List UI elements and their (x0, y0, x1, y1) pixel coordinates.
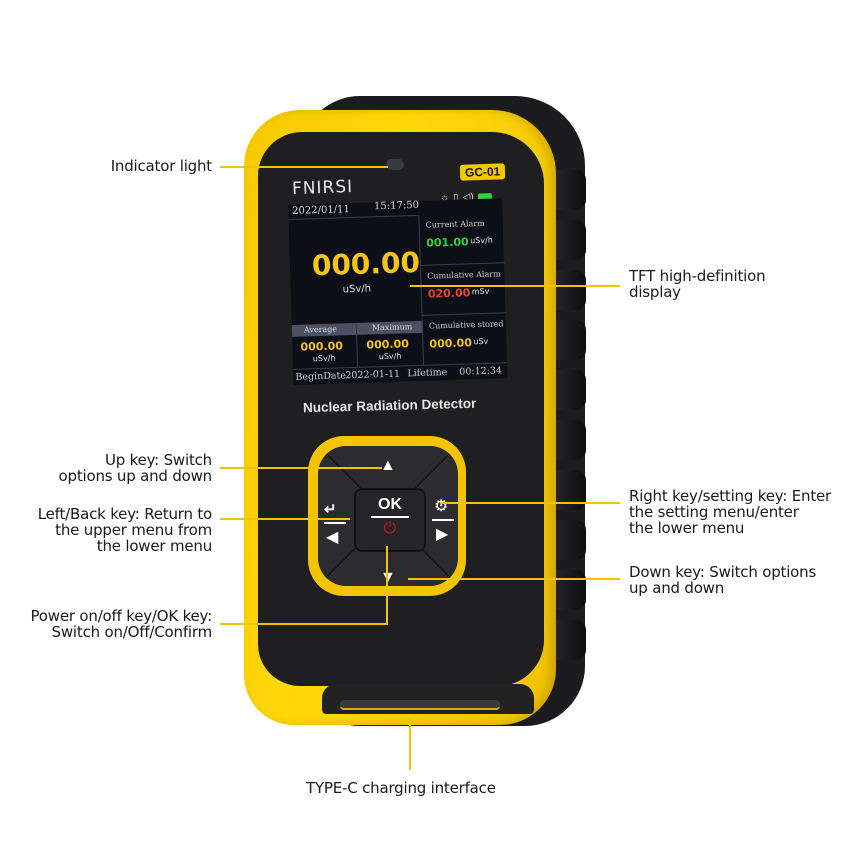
typec-port[interactable] (340, 700, 500, 710)
lifetime-value: 00:12:34 (459, 365, 503, 378)
callout-right-key: Right key/setting key: Enter the setting… (629, 488, 831, 536)
callout-text: TYPE-C charging interface (306, 779, 496, 797)
up-key[interactable]: ▲ (380, 457, 396, 474)
callout-text: TFT high-definition (629, 267, 766, 285)
current-alarm-unit: uSv/h (470, 235, 494, 246)
callout-line-power-h (220, 623, 388, 625)
indicator-light (386, 159, 404, 170)
ok-divider (371, 516, 409, 518)
gear-icon: ⚙ (434, 498, 449, 515)
callout-up-key: Up key: Switch options up and down (0, 451, 213, 485)
callout-line-right (440, 502, 620, 504)
callout-text: Indicator light (110, 157, 213, 175)
callout-text: display (629, 283, 681, 301)
power-icon: ⏻ (383, 520, 397, 537)
screen-time: 15:17:50 (373, 199, 420, 213)
average-label: Average (303, 324, 338, 335)
screen-date: 2022/01/11 (292, 204, 350, 217)
key-divider (324, 522, 346, 524)
callout-typec: TYPE-C charging interface (306, 780, 496, 796)
callout-line-display (410, 285, 620, 287)
cumulative-alarm-unit: mSv (471, 286, 490, 297)
model-badge: GC-01 (459, 163, 506, 181)
callout-text: the lower menu (629, 519, 745, 537)
ok-label: OK (378, 496, 402, 513)
current-alarm-cell: Current Alarm 001.00 uSv/h (419, 212, 504, 261)
average-unit: uSv/h (312, 353, 336, 364)
callout-left-key: Left/Back key: Return to the upper menu … (0, 506, 212, 554)
begin-date-value: 2022-01-11 (345, 368, 401, 382)
cumulative-alarm-value: 020.00 (427, 286, 471, 301)
maximum-value: 000.00 (366, 337, 410, 352)
tft-display: 2022/01/11 15:17:50 000.00 uSv/h Current… (288, 198, 509, 386)
cumulative-stored-value: 000.00 (429, 336, 473, 351)
callout-indicator-light: Indicator light (60, 157, 213, 175)
brand-logo: FNIRSI (291, 176, 354, 200)
callout-line-down (408, 578, 620, 580)
callout-text: options up and down (58, 467, 213, 485)
callout-text: Left/Back key: Return to (37, 505, 212, 523)
cumulative-stored-label: Cumulative stored (428, 319, 504, 331)
callout-text: the setting menu/enter (629, 503, 799, 521)
callout-down-key: Down key: Switch options up and down (629, 564, 816, 596)
callout-text: the upper menu from (55, 521, 212, 539)
cumulative-alarm-label: Cumulative Alarm (427, 269, 501, 281)
alarm-panel: Current Alarm 001.00 uSv/h Cumulative Al… (418, 212, 509, 365)
callout-power-key: Power on/off key/OK key: Switch on/Off/C… (0, 608, 212, 640)
main-reading-panel: 000.00 uSv/h (288, 214, 422, 326)
cumulative-alarm-cell: Cumulative Alarm 020.00 mSv (420, 262, 507, 312)
callout-line-typec (409, 718, 411, 770)
callout-text: Right key/setting key: Enter (629, 487, 831, 505)
ok-power-key[interactable]: OK ⏻ (354, 488, 426, 552)
callout-text: Switch on/Off/Confirm (51, 623, 213, 641)
left-back-key[interactable]: ↵ ◀ (324, 500, 346, 547)
average-value: 000.00 (300, 339, 344, 354)
callout-line-indicator (220, 166, 388, 168)
callout-text: up and down (629, 579, 725, 597)
begin-date-label: BeginDate (295, 370, 347, 383)
callout-text: Down key: Switch options (629, 563, 817, 581)
callout-text: Power on/off key/OK key: (30, 607, 212, 625)
right-arrow-icon: ▶ (436, 526, 449, 543)
cumulative-stored-cell: Cumulative stored 000.00 uSv (422, 312, 508, 362)
main-dose-unit: uSv/h (342, 283, 372, 296)
callout-line-up (220, 467, 382, 469)
current-alarm-value: 001.00 (426, 235, 469, 250)
maximum-label: Maximum (371, 322, 413, 333)
lifetime-label: Lifetime (407, 367, 448, 380)
callout-line-power-v (386, 546, 388, 625)
callout-tft-display: TFT high-definition display (629, 267, 766, 301)
current-alarm-label: Current Alarm (425, 218, 485, 230)
callout-line-left (220, 518, 350, 520)
maximum-unit: uSv/h (378, 351, 402, 362)
callout-text: Up key: Switch (104, 451, 212, 469)
main-dose-rate: 000.00 (311, 245, 421, 283)
callout-text: the lower menu (96, 537, 212, 555)
back-icon: ↵ (324, 501, 337, 518)
cumulative-stored-unit: uSv (473, 336, 489, 347)
key-divider (432, 519, 454, 521)
left-arrow-icon: ◀ (326, 529, 339, 546)
